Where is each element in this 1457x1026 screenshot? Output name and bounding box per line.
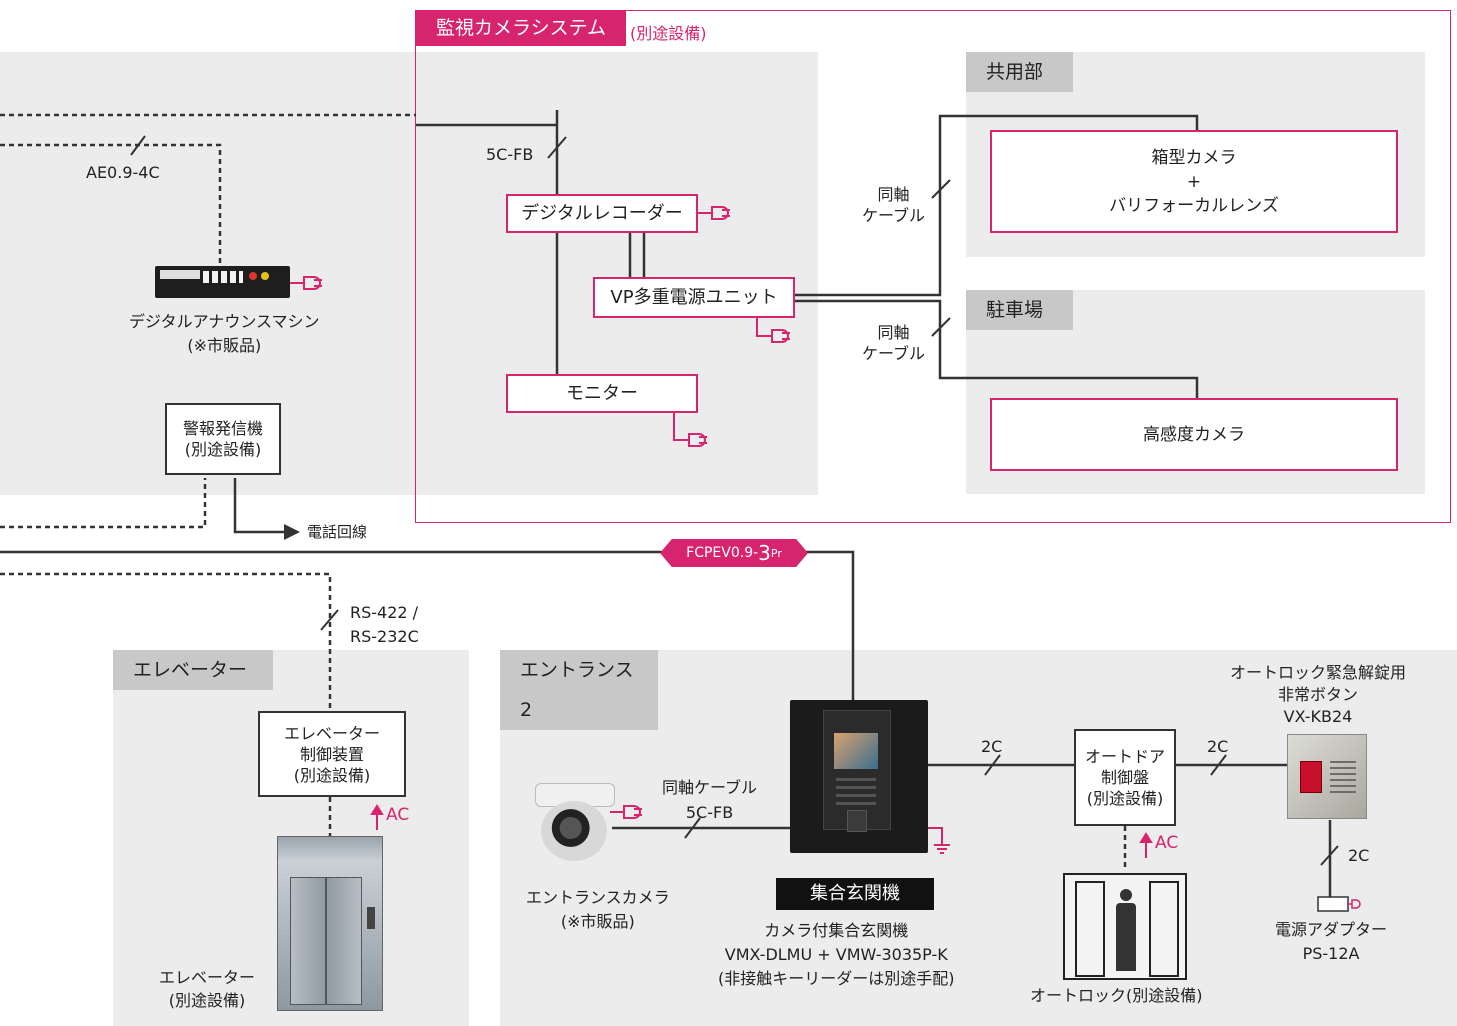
entrance-panel-desc: カメラ付集合玄関機 VMX-DLMU + VMW-3035P-K (非接触キーリ… — [718, 921, 955, 988]
elevator-button-panel — [367, 907, 375, 929]
elevator-car-label: エレベーター (別途設備) — [159, 968, 256, 1010]
camera-power-plug — [610, 805, 642, 819]
unit-power-plug — [756, 318, 790, 343]
entrance-panel-badge: 集合玄関機 — [776, 878, 934, 910]
emergency-button-red — [1300, 761, 1322, 793]
alarm-transmitter-box: 警報発信機 (別途設備) — [165, 403, 281, 475]
entrance-camera-image — [533, 783, 615, 863]
elevator-ac-arrow — [370, 804, 384, 830]
ae-cable-label: AE0.9-4C — [86, 163, 160, 182]
entrance-camera-dome — [541, 801, 607, 861]
coax-slash-1 — [931, 179, 951, 199]
phone-line — [233, 478, 285, 534]
entrance-key-reader — [847, 810, 867, 832]
entrance-coax-label: 同軸ケーブル 5C-FB — [662, 778, 758, 822]
phone-line-label: 電話回線 — [307, 523, 368, 541]
unit-parking-line — [795, 299, 1199, 398]
unit-common-line — [795, 114, 1199, 297]
announce-red-key — [249, 272, 257, 280]
entrance-panel — [500, 650, 1457, 1026]
entrance-panel-keypad — [836, 773, 876, 805]
autolock-door-image — [1063, 873, 1187, 980]
elevator-control-box: エレベーター 制御装置 (別途設備) — [258, 711, 406, 797]
adapter-icon — [1317, 896, 1361, 912]
button-adapter-slash — [1320, 845, 1339, 866]
camera-system-note: (別途設備) — [630, 24, 707, 43]
auto-door-control-box: オートドア 制御盤 (別途設備) — [1074, 729, 1176, 826]
rs-cable-slash — [320, 609, 339, 631]
parking-tag: 駐車場 — [966, 290, 1073, 330]
vp-power-unit-box: VP多重電源ユニット — [593, 277, 795, 318]
ae-cable-slash — [130, 135, 146, 156]
announce-machine-label: デジタルアナウンスマシン (※市販品) — [129, 312, 320, 355]
common-area-tag: 共用部 — [966, 52, 1073, 92]
entrance-panel-screen — [834, 733, 878, 769]
phone-arrow — [284, 524, 300, 540]
monitor-power-plug — [673, 413, 707, 447]
ae-cable-line — [0, 143, 222, 268]
coax-label-2: 同軸 ケーブル — [862, 323, 926, 363]
main-cable-num: 3 — [758, 541, 771, 565]
camera-system-title: 監視カメラシステム — [416, 10, 626, 46]
coax-slash-2 — [931, 317, 951, 337]
autolock-label: オートロック(別途設備) — [1030, 986, 1203, 1005]
alarm-dashed-line — [0, 478, 207, 529]
person-icon-head — [1120, 889, 1132, 901]
power-adapter-label: 電源アダプター PS-12A — [1275, 920, 1388, 963]
cam-5cfb-label: 5C-FB — [486, 145, 534, 164]
box-camera-box: 箱型カメラ + バリフォーカルレンズ — [990, 130, 1398, 233]
rs-cable-line — [0, 572, 332, 710]
recorder-power-plug — [698, 206, 730, 220]
digital-recorder-box: デジタルレコーダー — [506, 194, 698, 233]
entrance-panel-device — [790, 700, 928, 853]
announce-display — [160, 270, 200, 279]
announce-power-plug — [290, 276, 322, 290]
camera-system-frame — [415, 10, 1451, 523]
announce-yellow-key — [261, 272, 269, 280]
door-ac-arrow — [1139, 832, 1153, 858]
autolock-door-frame-right — [1149, 881, 1179, 977]
emergency-button-label: オートロック緊急解錠用 非常ボタン VX-KB24 — [1230, 663, 1407, 726]
elevator-ac-label: AC — [386, 805, 410, 825]
entrance-camera-label: エントランスカメラ (※市販品) — [526, 888, 670, 931]
emergency-button-grille — [1330, 757, 1356, 793]
entrance-tag: エントランス2 — [500, 650, 658, 730]
elevator-car-image — [277, 836, 383, 1011]
elevator-door-right — [326, 877, 362, 1005]
elevator-tag: エレベーター — [113, 650, 273, 690]
cable-2c-a-label: 2C — [981, 737, 1003, 756]
monitor-box: モニター — [506, 374, 698, 413]
cable-2c-b-label: 2C — [1207, 737, 1229, 756]
ground-icon — [928, 827, 950, 854]
door-ac-label: AC — [1155, 833, 1179, 853]
main-cable-prefix: FCPEV0.9- — [686, 545, 759, 561]
autolock-door-frame-left — [1075, 881, 1105, 977]
main-cable-suffix: Pr — [770, 546, 782, 560]
elevator-door-left — [290, 877, 326, 1005]
announce-machine-device — [155, 266, 290, 298]
entrance-coax-slash — [684, 817, 701, 839]
main-fcpev-line — [0, 550, 855, 700]
coax-label-1: 同軸 ケーブル — [862, 185, 926, 225]
person-icon-body — [1116, 903, 1136, 971]
panel-door-slash — [984, 754, 1001, 776]
high-sensitivity-camera-box: 高感度カメラ — [990, 398, 1398, 471]
emergency-button-image — [1287, 734, 1367, 819]
door-button-slash — [1210, 754, 1227, 776]
announce-keys — [203, 271, 243, 283]
cable-2c-c-label: 2C — [1348, 846, 1370, 865]
cam-5cfb-slash — [547, 136, 567, 159]
rs-cable-label: RS-422 / RS-232C — [350, 603, 419, 646]
